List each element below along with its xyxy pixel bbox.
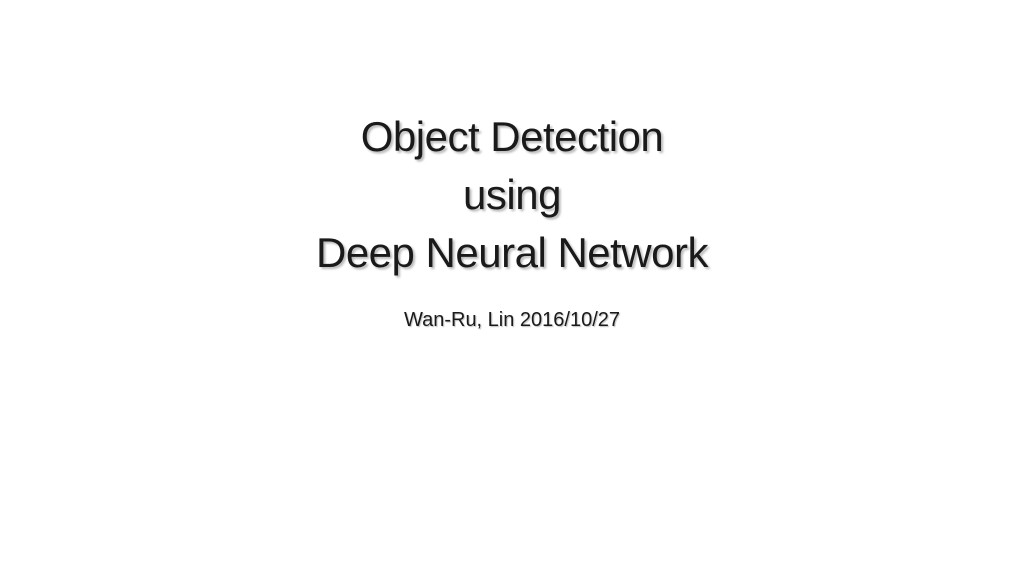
title-line-1: Object Detection <box>360 113 664 160</box>
title-line-2: using <box>463 171 561 218</box>
slide-title: Object Detection using Deep Neural Netwo… <box>0 108 1024 282</box>
title-line-3: Deep Neural Network <box>315 229 709 276</box>
slide-subtitle: Wan-Ru, Lin 2016/10/27 <box>403 309 621 331</box>
